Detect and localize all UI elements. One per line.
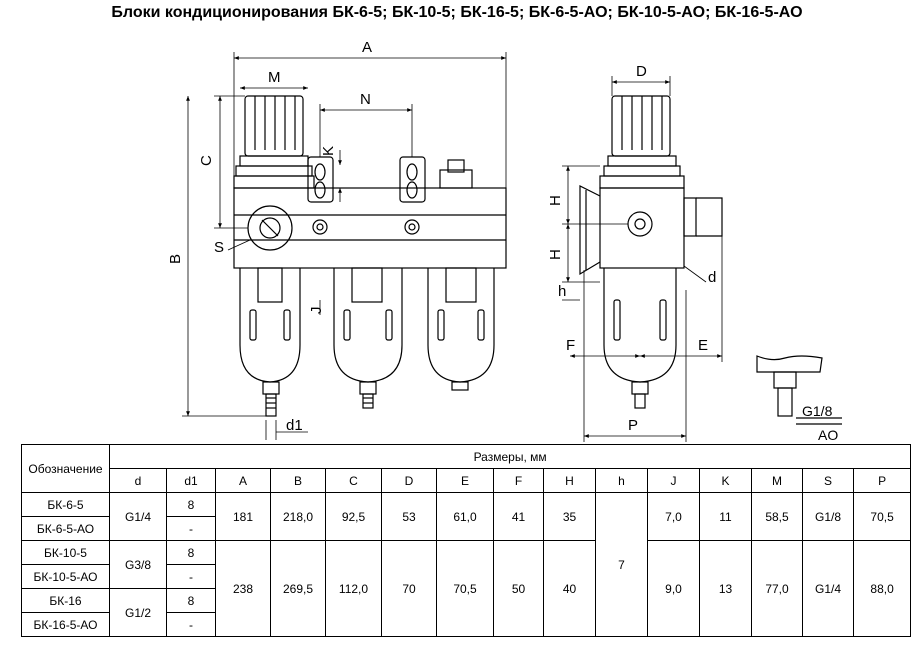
cell-h-small: 7 bbox=[595, 492, 648, 637]
cell-d1: 8 bbox=[166, 588, 216, 613]
dim-label-a: A bbox=[362, 39, 372, 56]
cell-e: 61,0 bbox=[436, 492, 494, 541]
cell-p: 70,5 bbox=[852, 492, 912, 541]
designation-header: Обозначение bbox=[21, 444, 110, 493]
cell-p: 88,0 bbox=[852, 540, 912, 637]
cell-f: 50 bbox=[493, 540, 544, 637]
dimensions-table: Обозначение Размеры, мм d d1 A B C D E F… bbox=[21, 444, 912, 637]
col-header: H bbox=[543, 468, 596, 493]
cell-k: 11 bbox=[699, 492, 752, 541]
front-view bbox=[233, 95, 507, 417]
col-header: C bbox=[325, 468, 382, 493]
cell-d1: 8 bbox=[166, 540, 216, 565]
side-view bbox=[579, 95, 723, 409]
dim-label-e: E bbox=[698, 337, 708, 354]
cell-d-dim: 70 bbox=[381, 540, 437, 637]
cell-e: 70,5 bbox=[436, 540, 494, 637]
cell-j: 7,0 bbox=[647, 492, 700, 541]
cell-d1: 8 bbox=[166, 492, 216, 517]
cell-d-dim: 53 bbox=[381, 492, 437, 541]
cell-b: 218,0 bbox=[270, 492, 326, 541]
cell-f: 41 bbox=[493, 492, 544, 541]
cell-a: 238 bbox=[215, 540, 271, 637]
col-header: K bbox=[699, 468, 752, 493]
label-g18: G1/8 bbox=[802, 403, 833, 419]
dim-label-n: N bbox=[360, 91, 371, 108]
col-header: S bbox=[802, 468, 854, 493]
col-header: A bbox=[215, 468, 271, 493]
cell-m: 58,5 bbox=[751, 492, 803, 541]
dim-label-b: B bbox=[167, 254, 184, 264]
cell-j: 9,0 bbox=[647, 540, 700, 637]
dim-label-m: M bbox=[268, 69, 281, 86]
col-header: E bbox=[436, 468, 494, 493]
col-header: h bbox=[595, 468, 648, 493]
cell-m: 77,0 bbox=[751, 540, 803, 637]
dim-label-h-upper: H bbox=[547, 195, 564, 206]
cell-c: 112,0 bbox=[325, 540, 382, 637]
cell-d1: - bbox=[166, 612, 216, 637]
row-name: БК-10-5-АО bbox=[21, 564, 110, 589]
cell-d1: - bbox=[166, 564, 216, 589]
dim-label-d1: d1 bbox=[286, 417, 303, 434]
cell-a: 181 bbox=[215, 492, 271, 541]
row-name: БК-6-5-АО bbox=[21, 516, 110, 541]
technical-drawing: A M N C K B S J d1 bbox=[167, 39, 842, 442]
cell-h: 35 bbox=[543, 492, 596, 541]
col-header: d bbox=[109, 468, 167, 493]
dim-label-k: K bbox=[320, 146, 337, 156]
col-header: J bbox=[647, 468, 700, 493]
row-name: БК-16 bbox=[21, 588, 110, 613]
row-name: БК-10-5 bbox=[21, 540, 110, 565]
dim-label-c: C bbox=[198, 155, 215, 166]
col-header: P bbox=[852, 468, 912, 493]
col-header: M bbox=[751, 468, 803, 493]
label-ao: AO bbox=[818, 427, 838, 442]
dim-label-f: F bbox=[566, 337, 575, 354]
cell-s: G1/8 bbox=[802, 492, 854, 541]
front-dimensions bbox=[182, 52, 507, 440]
ao-drain-detail bbox=[756, 355, 842, 425]
dim-label-d-small: d bbox=[708, 269, 716, 286]
col-header: F bbox=[493, 468, 544, 493]
cell-k: 13 bbox=[699, 540, 752, 637]
col-header: d1 bbox=[166, 468, 216, 493]
col-header: D bbox=[381, 468, 437, 493]
dim-label-h-small: h bbox=[558, 283, 566, 300]
row-name: БК-16-5-АО bbox=[21, 612, 110, 637]
cell-b: 269,5 bbox=[270, 540, 326, 637]
cell-c: 92,5 bbox=[325, 492, 382, 541]
side-dimensions bbox=[562, 76, 723, 442]
cell-d: G3/8 bbox=[109, 540, 167, 589]
dim-label-p: P bbox=[628, 417, 638, 434]
cell-s: G1/4 bbox=[802, 540, 854, 637]
dim-label-h-lower: H bbox=[547, 249, 564, 260]
cell-d: G1/4 bbox=[109, 492, 167, 541]
dim-label-d-upper: D bbox=[636, 63, 647, 80]
row-name: БК-6-5 bbox=[21, 492, 110, 517]
dimensions-header: Размеры, мм bbox=[108, 444, 912, 469]
col-header: B bbox=[270, 468, 326, 493]
dim-label-j: J bbox=[308, 307, 325, 315]
cell-h: 40 bbox=[543, 540, 596, 637]
cell-d1: - bbox=[166, 516, 216, 541]
cell-d: G1/2 bbox=[109, 588, 167, 637]
dim-label-s: S bbox=[214, 239, 224, 256]
page-title: Блоки кондиционирования БК-6-5; БК-10-5;… bbox=[111, 4, 803, 21]
